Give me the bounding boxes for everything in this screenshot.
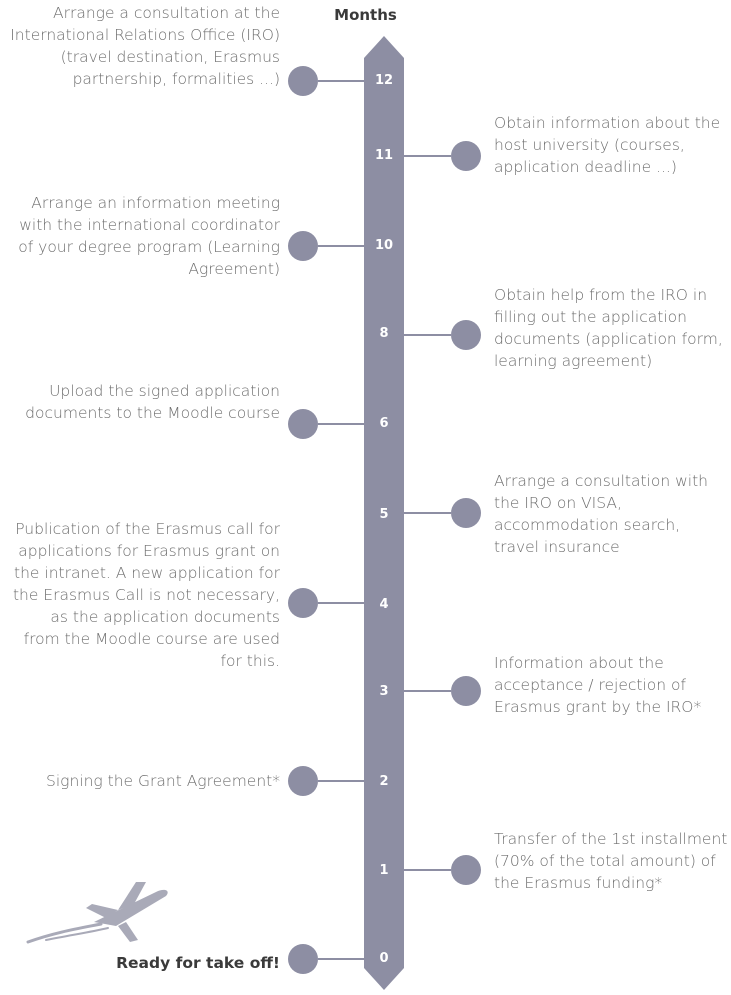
- event-dot-5: [451, 498, 481, 528]
- event-text-4: Publication of the Erasmus call for appl…: [12, 520, 280, 670]
- event-connector-2: [318, 780, 364, 782]
- event-connector-6: [318, 423, 364, 425]
- event-connector-0: [318, 958, 364, 960]
- event-dot-0: [288, 944, 318, 974]
- event-text-12: Arrange a consultation at the Internatio…: [10, 4, 280, 88]
- month-label-4: 4: [379, 597, 389, 612]
- event-connector-12: [318, 80, 364, 82]
- month-label-1: 1: [379, 863, 389, 878]
- event-dot-12: [288, 66, 318, 96]
- airplane-icon: [26, 882, 168, 944]
- month-label-3: 3: [379, 684, 389, 699]
- event-text-1: Transfer of the 1st installment (70% of …: [494, 830, 728, 892]
- month-label-6: 6: [379, 416, 389, 431]
- event-dot-3: [451, 676, 481, 706]
- event-dot-10: [288, 231, 318, 261]
- event-dot-2: [288, 766, 318, 796]
- event-text-6: Upload the signed application documents …: [25, 382, 280, 422]
- event-connector-3: [404, 690, 451, 692]
- month-label-12: 12: [374, 73, 394, 88]
- event-dot-1: [451, 855, 481, 885]
- month-label-0: 0: [379, 951, 389, 966]
- event-dot-8: [451, 320, 481, 350]
- event-connector-1: [404, 869, 451, 871]
- event-connector-10: [318, 245, 364, 247]
- month-label-5: 5: [379, 507, 389, 522]
- event-text-8: Obtain help from the IRO in filling out …: [494, 286, 723, 370]
- event-text-0: Ready for take off!: [116, 954, 280, 972]
- event-connector-11: [404, 155, 451, 157]
- event-text-10: Arrange an information meeting with the …: [18, 194, 280, 278]
- event-connector-4: [318, 602, 364, 604]
- event-connector-8: [404, 334, 451, 336]
- event-text-2: Signing the Grant Agreement*: [46, 772, 280, 790]
- month-label-10: 10: [374, 238, 394, 253]
- event-connector-5: [404, 512, 451, 514]
- event-text-11: Obtain information about the host univer…: [494, 114, 721, 176]
- month-label-11: 11: [374, 148, 394, 163]
- timeline-header: Months: [334, 6, 397, 24]
- month-label-8: 8: [379, 326, 389, 341]
- event-dot-6: [288, 409, 318, 439]
- event-dot-11: [451, 141, 481, 171]
- timeline-arrow-bar: [364, 36, 404, 990]
- event-text-5: Arrange a consultation with the IRO on V…: [494, 472, 708, 556]
- month-label-2: 2: [379, 774, 389, 789]
- event-dot-4: [288, 588, 318, 618]
- event-text-3: Information about the acceptance / rejec…: [494, 654, 702, 716]
